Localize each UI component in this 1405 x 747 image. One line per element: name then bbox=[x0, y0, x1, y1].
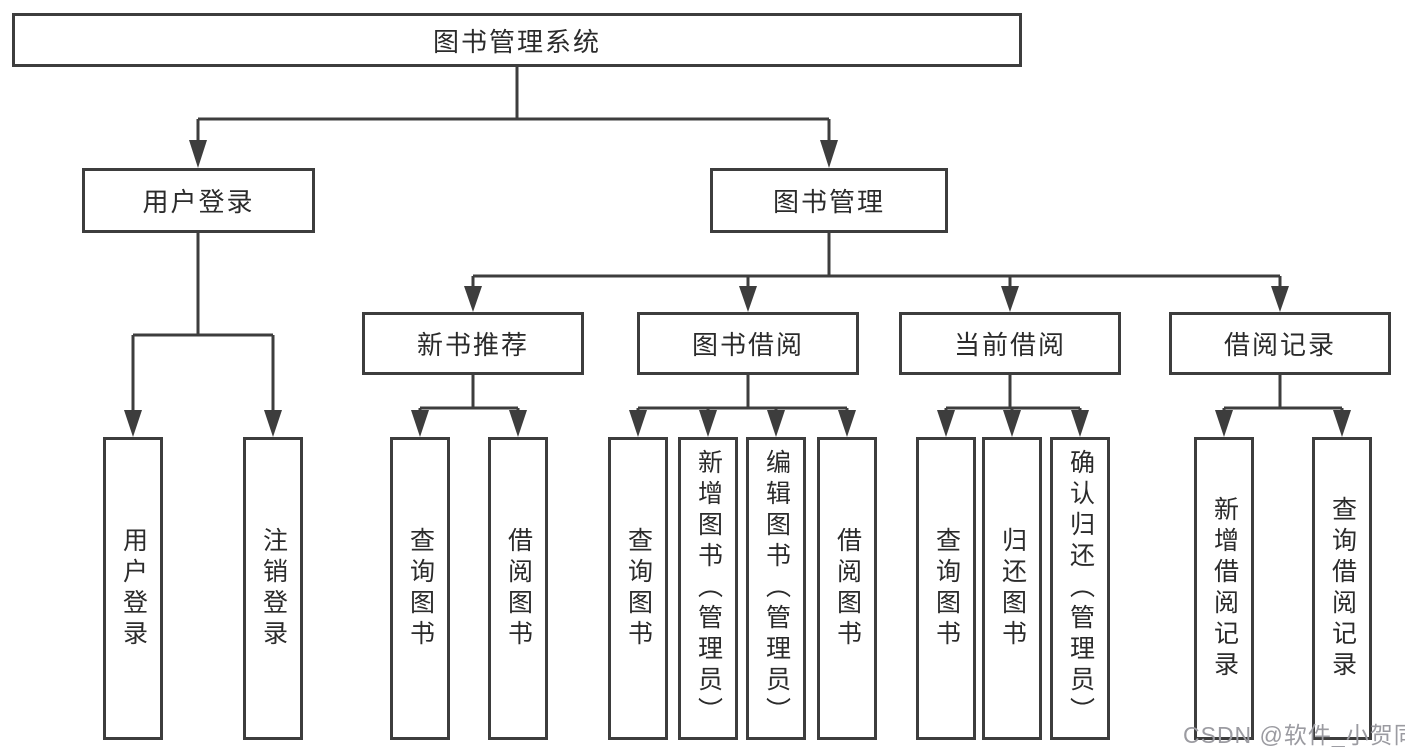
node-leaf-logout: 注销登录 bbox=[243, 437, 303, 740]
node-leaf-return-book: 归还图书 bbox=[982, 437, 1042, 740]
node-book-borrowing-label: 图书借阅 bbox=[691, 330, 804, 360]
node-leaf-user-login-label: 用户登录 bbox=[119, 526, 148, 651]
node-leaf-add-book-admin: 新增图书（管理员） bbox=[678, 437, 738, 740]
node-library-management-system-label: 图书管理系统 bbox=[432, 26, 601, 57]
node-leaf-borrow-book-label: 借阅图书 bbox=[833, 526, 862, 651]
node-leaf-return-book-label: 归还图书 bbox=[998, 526, 1027, 651]
node-leaf-confirm-return-admin: 确认归还（管理员） bbox=[1050, 437, 1110, 740]
node-leaf-borrow-book-rec-label: 借阅图书 bbox=[504, 526, 533, 651]
node-current-borrowing: 当前借阅 bbox=[899, 312, 1121, 375]
node-leaf-query-book-borrow-label: 查询图书 bbox=[624, 526, 653, 651]
node-leaf-add-book-admin-label: 新增图书（管理员） bbox=[694, 449, 723, 728]
node-new-book-recommendation-label: 新书推荐 bbox=[416, 330, 529, 360]
node-leaf-query-book-borrow: 查询图书 bbox=[608, 437, 668, 740]
node-current-borrowing-label: 当前借阅 bbox=[953, 330, 1066, 360]
node-user-login: 用户登录 bbox=[82, 168, 315, 233]
node-leaf-query-book-current: 查询图书 bbox=[916, 437, 976, 740]
node-leaf-query-borrow-record-label: 查询借阅记录 bbox=[1328, 495, 1357, 682]
node-leaf-confirm-return-admin-label: 确认归还（管理员） bbox=[1066, 449, 1095, 728]
node-book-management: 图书管理 bbox=[710, 168, 948, 233]
node-leaf-edit-book-admin: 编辑图书（管理员） bbox=[746, 437, 806, 740]
node-leaf-query-book-current-label: 查询图书 bbox=[932, 526, 961, 651]
node-leaf-query-book-rec-label: 查询图书 bbox=[406, 526, 435, 651]
node-leaf-edit-book-admin-label: 编辑图书（管理员） bbox=[762, 449, 791, 728]
node-library-management-system: 图书管理系统 bbox=[12, 13, 1022, 67]
node-leaf-query-book-rec: 查询图书 bbox=[390, 437, 450, 740]
node-new-book-recommendation: 新书推荐 bbox=[362, 312, 584, 375]
node-leaf-borrow-book: 借阅图书 bbox=[817, 437, 877, 740]
node-book-management-label: 图书管理 bbox=[772, 187, 885, 217]
node-leaf-logout-label: 注销登录 bbox=[259, 526, 288, 651]
node-leaf-query-borrow-record: 查询借阅记录 bbox=[1312, 437, 1372, 740]
node-book-borrowing: 图书借阅 bbox=[637, 312, 859, 375]
node-borrowing-records: 借阅记录 bbox=[1169, 312, 1391, 375]
node-leaf-add-borrow-record: 新增借阅记录 bbox=[1194, 437, 1254, 740]
node-leaf-add-borrow-record-label: 新增借阅记录 bbox=[1210, 495, 1239, 682]
node-user-login-label: 用户登录 bbox=[142, 187, 255, 217]
csdn-watermark: CSDN @软件_小贺同学 bbox=[1183, 722, 1405, 747]
node-leaf-borrow-book-rec: 借阅图书 bbox=[488, 437, 548, 740]
node-leaf-user-login: 用户登录 bbox=[103, 437, 163, 740]
node-borrowing-records-label: 借阅记录 bbox=[1223, 330, 1336, 360]
